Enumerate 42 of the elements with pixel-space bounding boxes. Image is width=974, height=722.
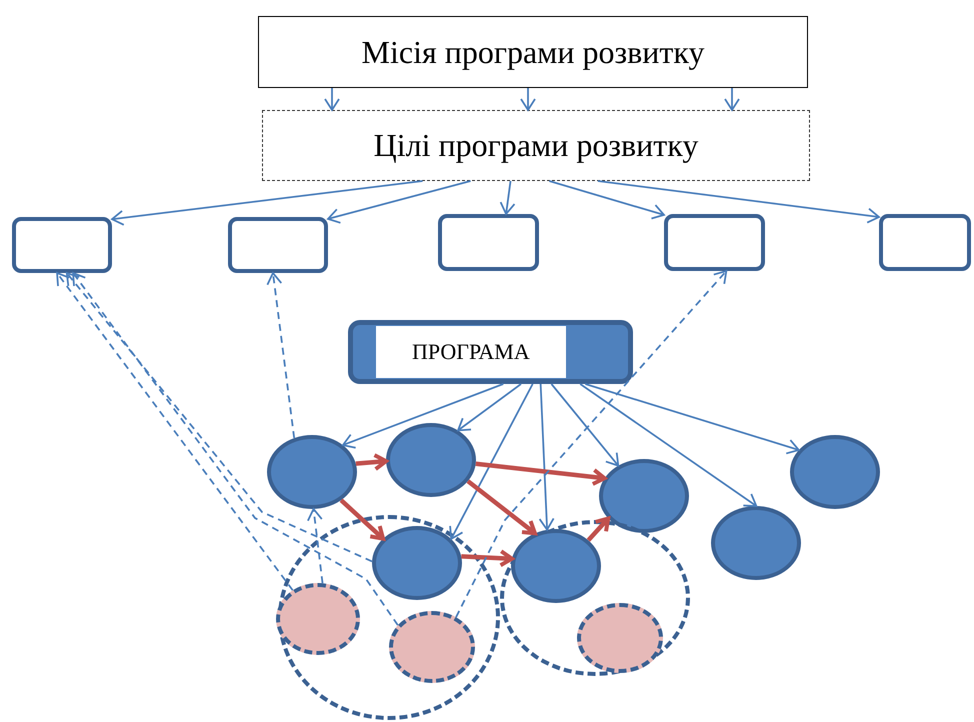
- goals-box: [262, 110, 810, 181]
- arrow: [111, 180, 423, 226]
- arrow: [538, 384, 554, 531]
- arrow: [324, 88, 340, 111]
- arrow: [520, 88, 536, 111]
- thick-arrow: [461, 549, 514, 568]
- thick-arrow: [466, 479, 537, 536]
- arrow: [580, 383, 758, 507]
- goal-box: [879, 214, 971, 271]
- dashed-arrow: [72, 272, 399, 626]
- arrow: [342, 383, 504, 449]
- subproject-ellipse: [389, 611, 475, 683]
- arrow: [724, 88, 740, 111]
- dashed-arrow: [307, 508, 324, 584]
- thick-arrow: [356, 453, 388, 472]
- arrow: [585, 383, 800, 454]
- arrow: [327, 180, 471, 224]
- dashed-arrow: [56, 272, 294, 591]
- arrow: [550, 383, 620, 467]
- arrow: [548, 180, 665, 220]
- arrow: [449, 384, 534, 540]
- thick-arrow: [340, 498, 386, 541]
- project-group-circle: [278, 515, 500, 720]
- thick-arrow: [476, 462, 606, 486]
- box-label: Місія програми розвитку: [362, 34, 704, 70]
- dashed-arrow: [266, 272, 296, 438]
- project-group-circle: [500, 520, 690, 676]
- mission-box: [258, 16, 808, 88]
- goal-box: [664, 214, 765, 271]
- thick-arrow: [586, 516, 610, 542]
- goal-box: [12, 217, 112, 273]
- box-label: Цілі програми розвитку: [374, 127, 698, 164]
- dashed-arrow: [455, 270, 728, 618]
- goal-box: [438, 214, 539, 271]
- program-label: ПРОГРАМА: [376, 326, 566, 378]
- program-box: [348, 320, 633, 384]
- dashed-arrow: [66, 272, 372, 562]
- goal-box: [228, 217, 328, 273]
- arrow: [457, 383, 522, 432]
- arrow: [500, 180, 516, 215]
- project-ellipse: [372, 526, 462, 600]
- arrow: [598, 180, 880, 224]
